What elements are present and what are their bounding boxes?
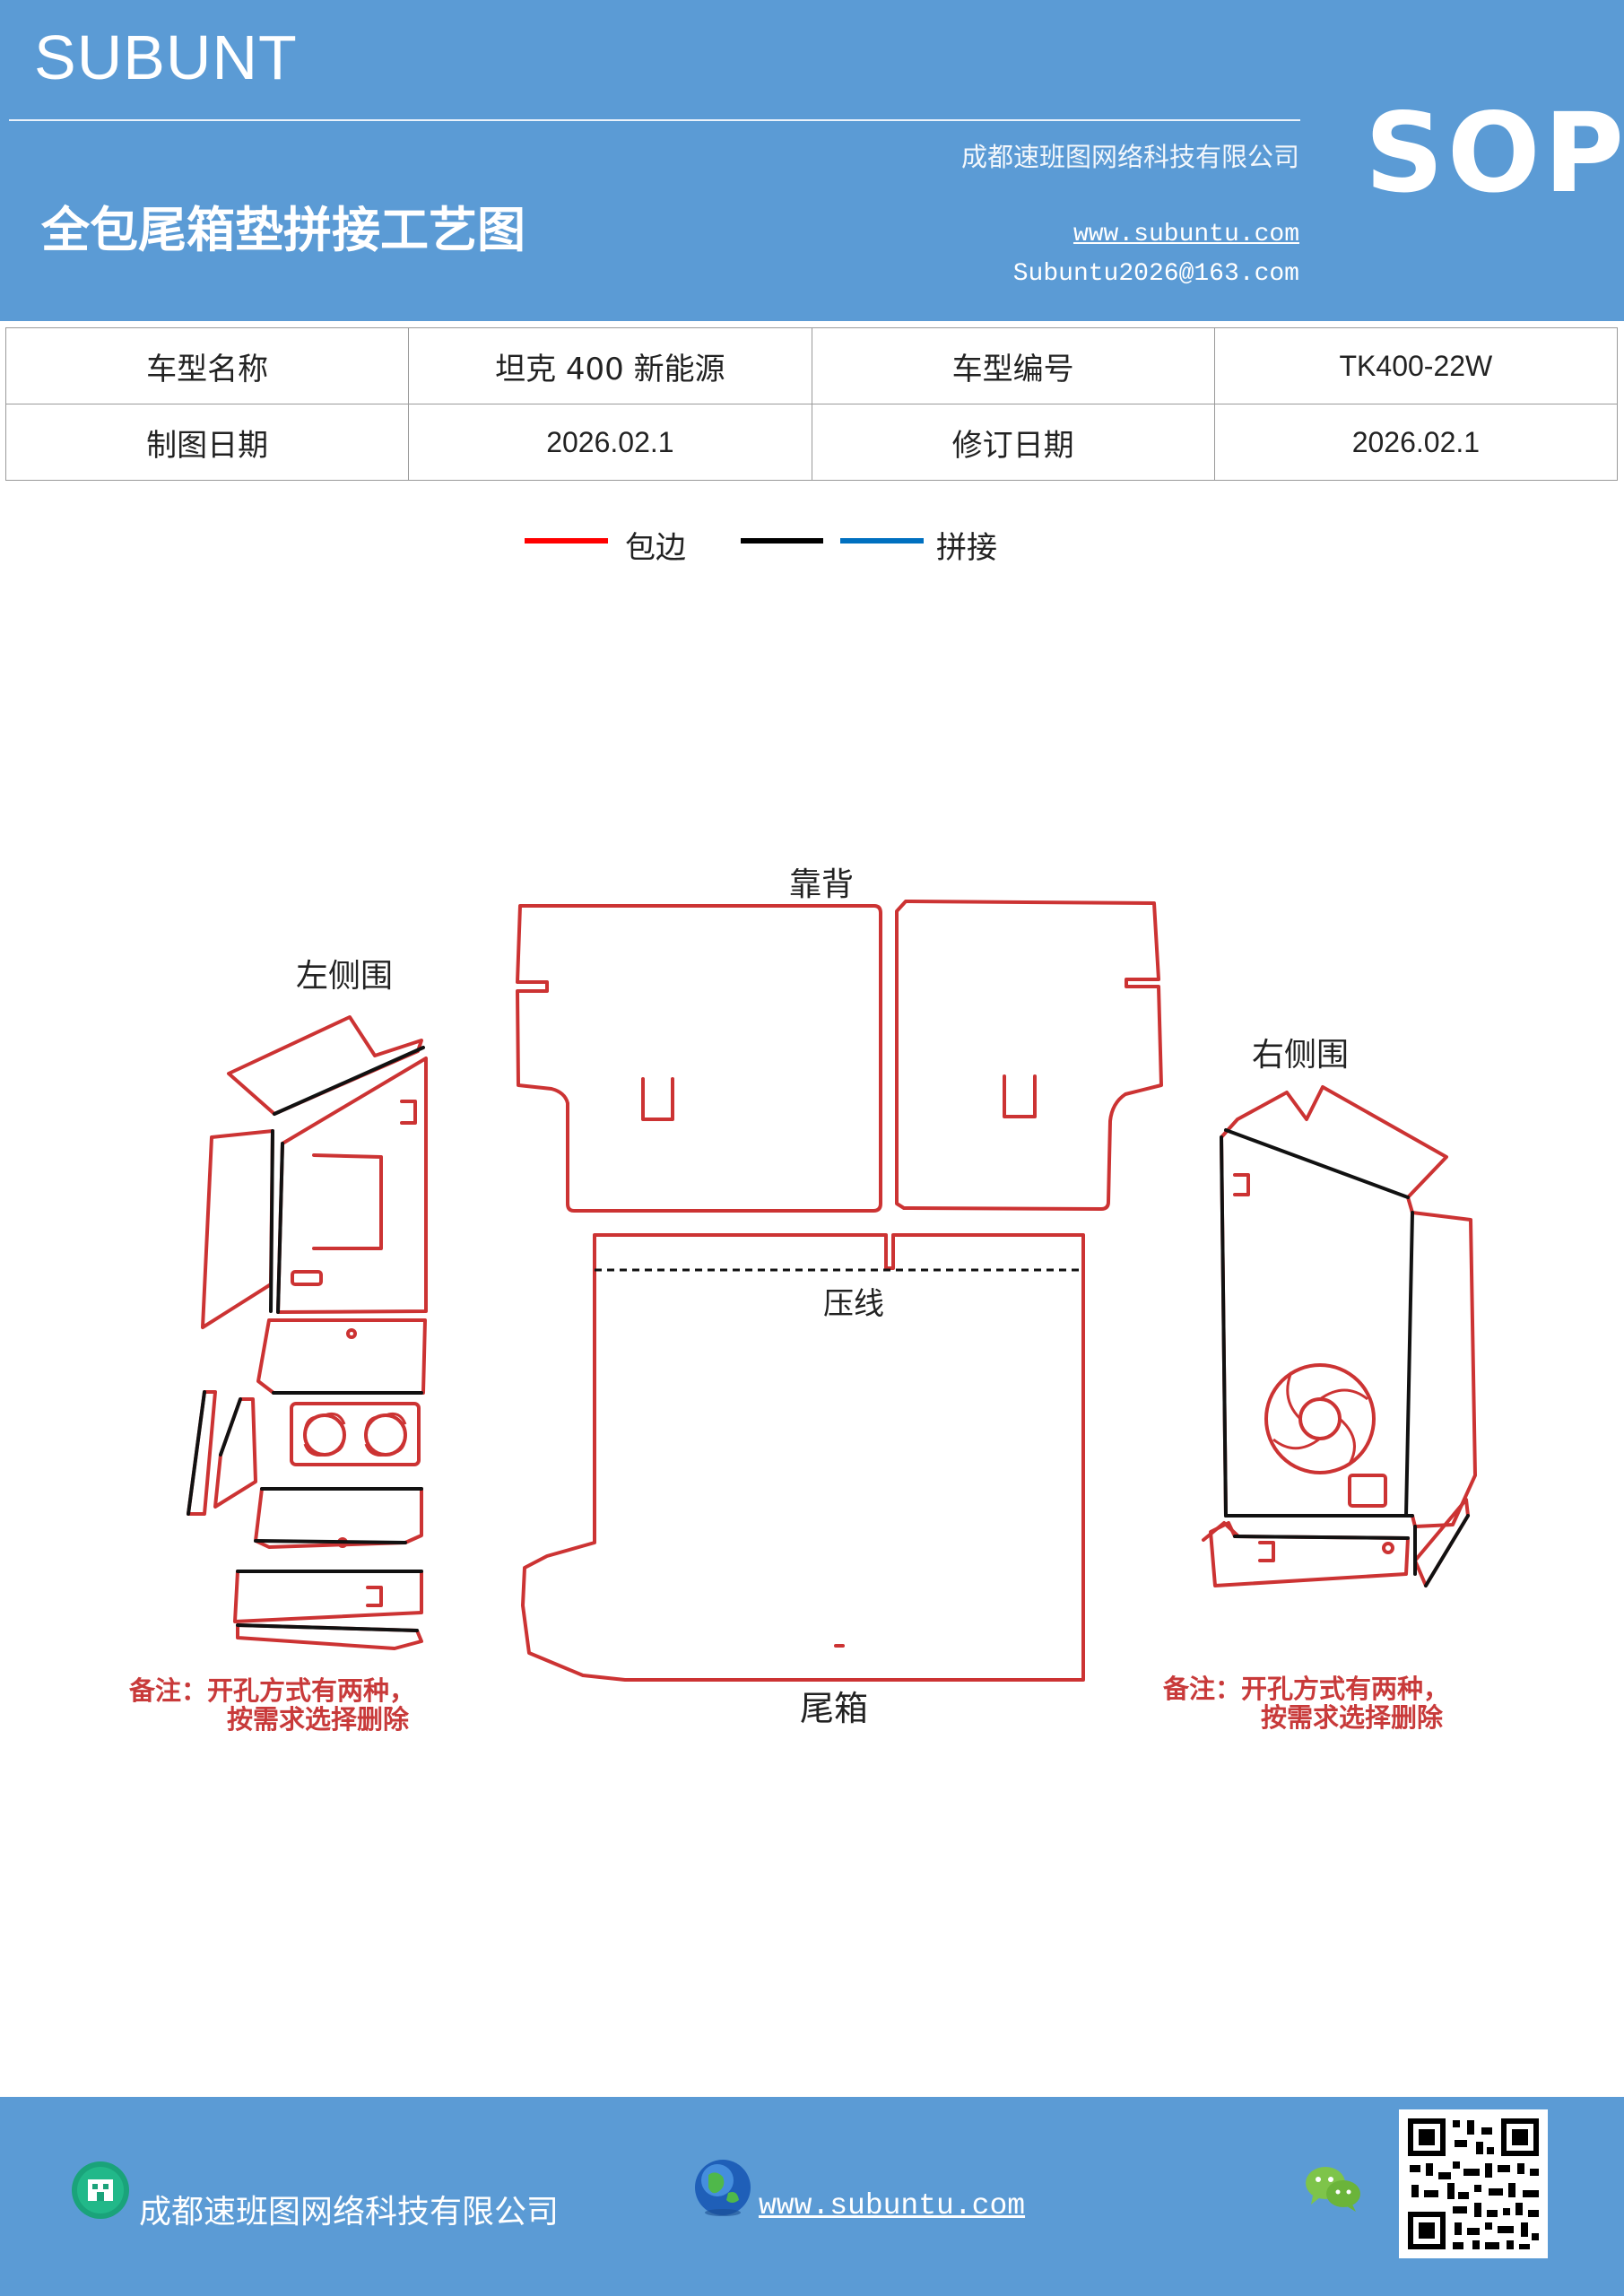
model-name-value: 坦克 400 新能源 [408,327,812,404]
backrest-left-panel [516,904,882,1213]
legend-black-swatch [741,538,823,544]
note-left-line1: 备注：开孔方式有两种， [128,1675,415,1706]
model-name-label: 车型名称 [4,327,410,404]
vehicle-info-table: 车型名称 坦克 400 新能源 车型编号 TK400-22W 制图日期 2026… [4,327,1619,481]
trunk-floor-panel [521,1233,1085,1682]
backrest-right-panel [895,900,1163,1211]
backrest-label: 靠背 [789,866,854,903]
note-right-line2: 按需求选择删除 [1261,1702,1444,1733]
model-code-label: 车型编号 [811,327,1215,404]
draw-date-label: 制图日期 [4,404,410,481]
table-row: 车型名称 坦克 400 新能源 车型编号 TK400-22W [4,327,1619,404]
legend: 包边 拼接 [0,520,1624,574]
sop-badge: SOP [1365,90,1624,217]
trunk-label: 尾箱 [800,1689,868,1728]
legend-red-swatch [525,538,608,544]
header-company: 成都速班图网络科技有限公司 [960,142,1299,172]
backrest-left-slot [641,1077,674,1121]
globe-icon [695,2160,751,2216]
backrest-right-slot [1003,1074,1037,1118]
revise-date-label: 修订日期 [811,404,1215,481]
draw-date-value: 2026.02.1 [408,404,812,481]
header-website-link[interactable]: www.subuntu.com [1073,221,1299,248]
footer-company: 成都速班图网络科技有限公司 [139,2194,560,2231]
building-icon [72,2161,129,2219]
splice-lines [187,1046,1470,1632]
wechat-icon[interactable] [1304,2161,1363,2215]
header-email[interactable]: Subuntu2026@163.com [1012,260,1299,288]
qr-code-icon[interactable] [1399,2109,1548,2258]
page-title: 全包尾箱垫拼接工艺图 [41,202,525,258]
legend-splice-label: 拼接 [936,530,997,566]
table-row: 制图日期 2026.02.1 修订日期 2026.02.1 [4,404,1619,481]
footer-website-link[interactable]: www.subuntu.com [759,2189,1026,2222]
model-code-value: TK400-22W [1213,327,1619,404]
legend-blue-swatch [840,538,924,544]
legend-wrap-edge-label: 包边 [625,530,686,566]
right-side-label: 右侧围 [1252,1037,1349,1074]
note-left-line2: 按需求选择删除 [227,1704,410,1735]
revise-date-value: 2026.02.1 [1213,404,1619,481]
header-banner [0,0,1624,321]
header-divider [9,119,1300,121]
left-side-label: 左侧围 [296,958,393,995]
pinwheel-ornaments [303,1371,1368,1465]
note-right-line1: 备注：开孔方式有两种， [1162,1674,1449,1704]
brand-name: SUBUNT [34,22,298,92]
press-line-label: 压线 [823,1286,884,1322]
